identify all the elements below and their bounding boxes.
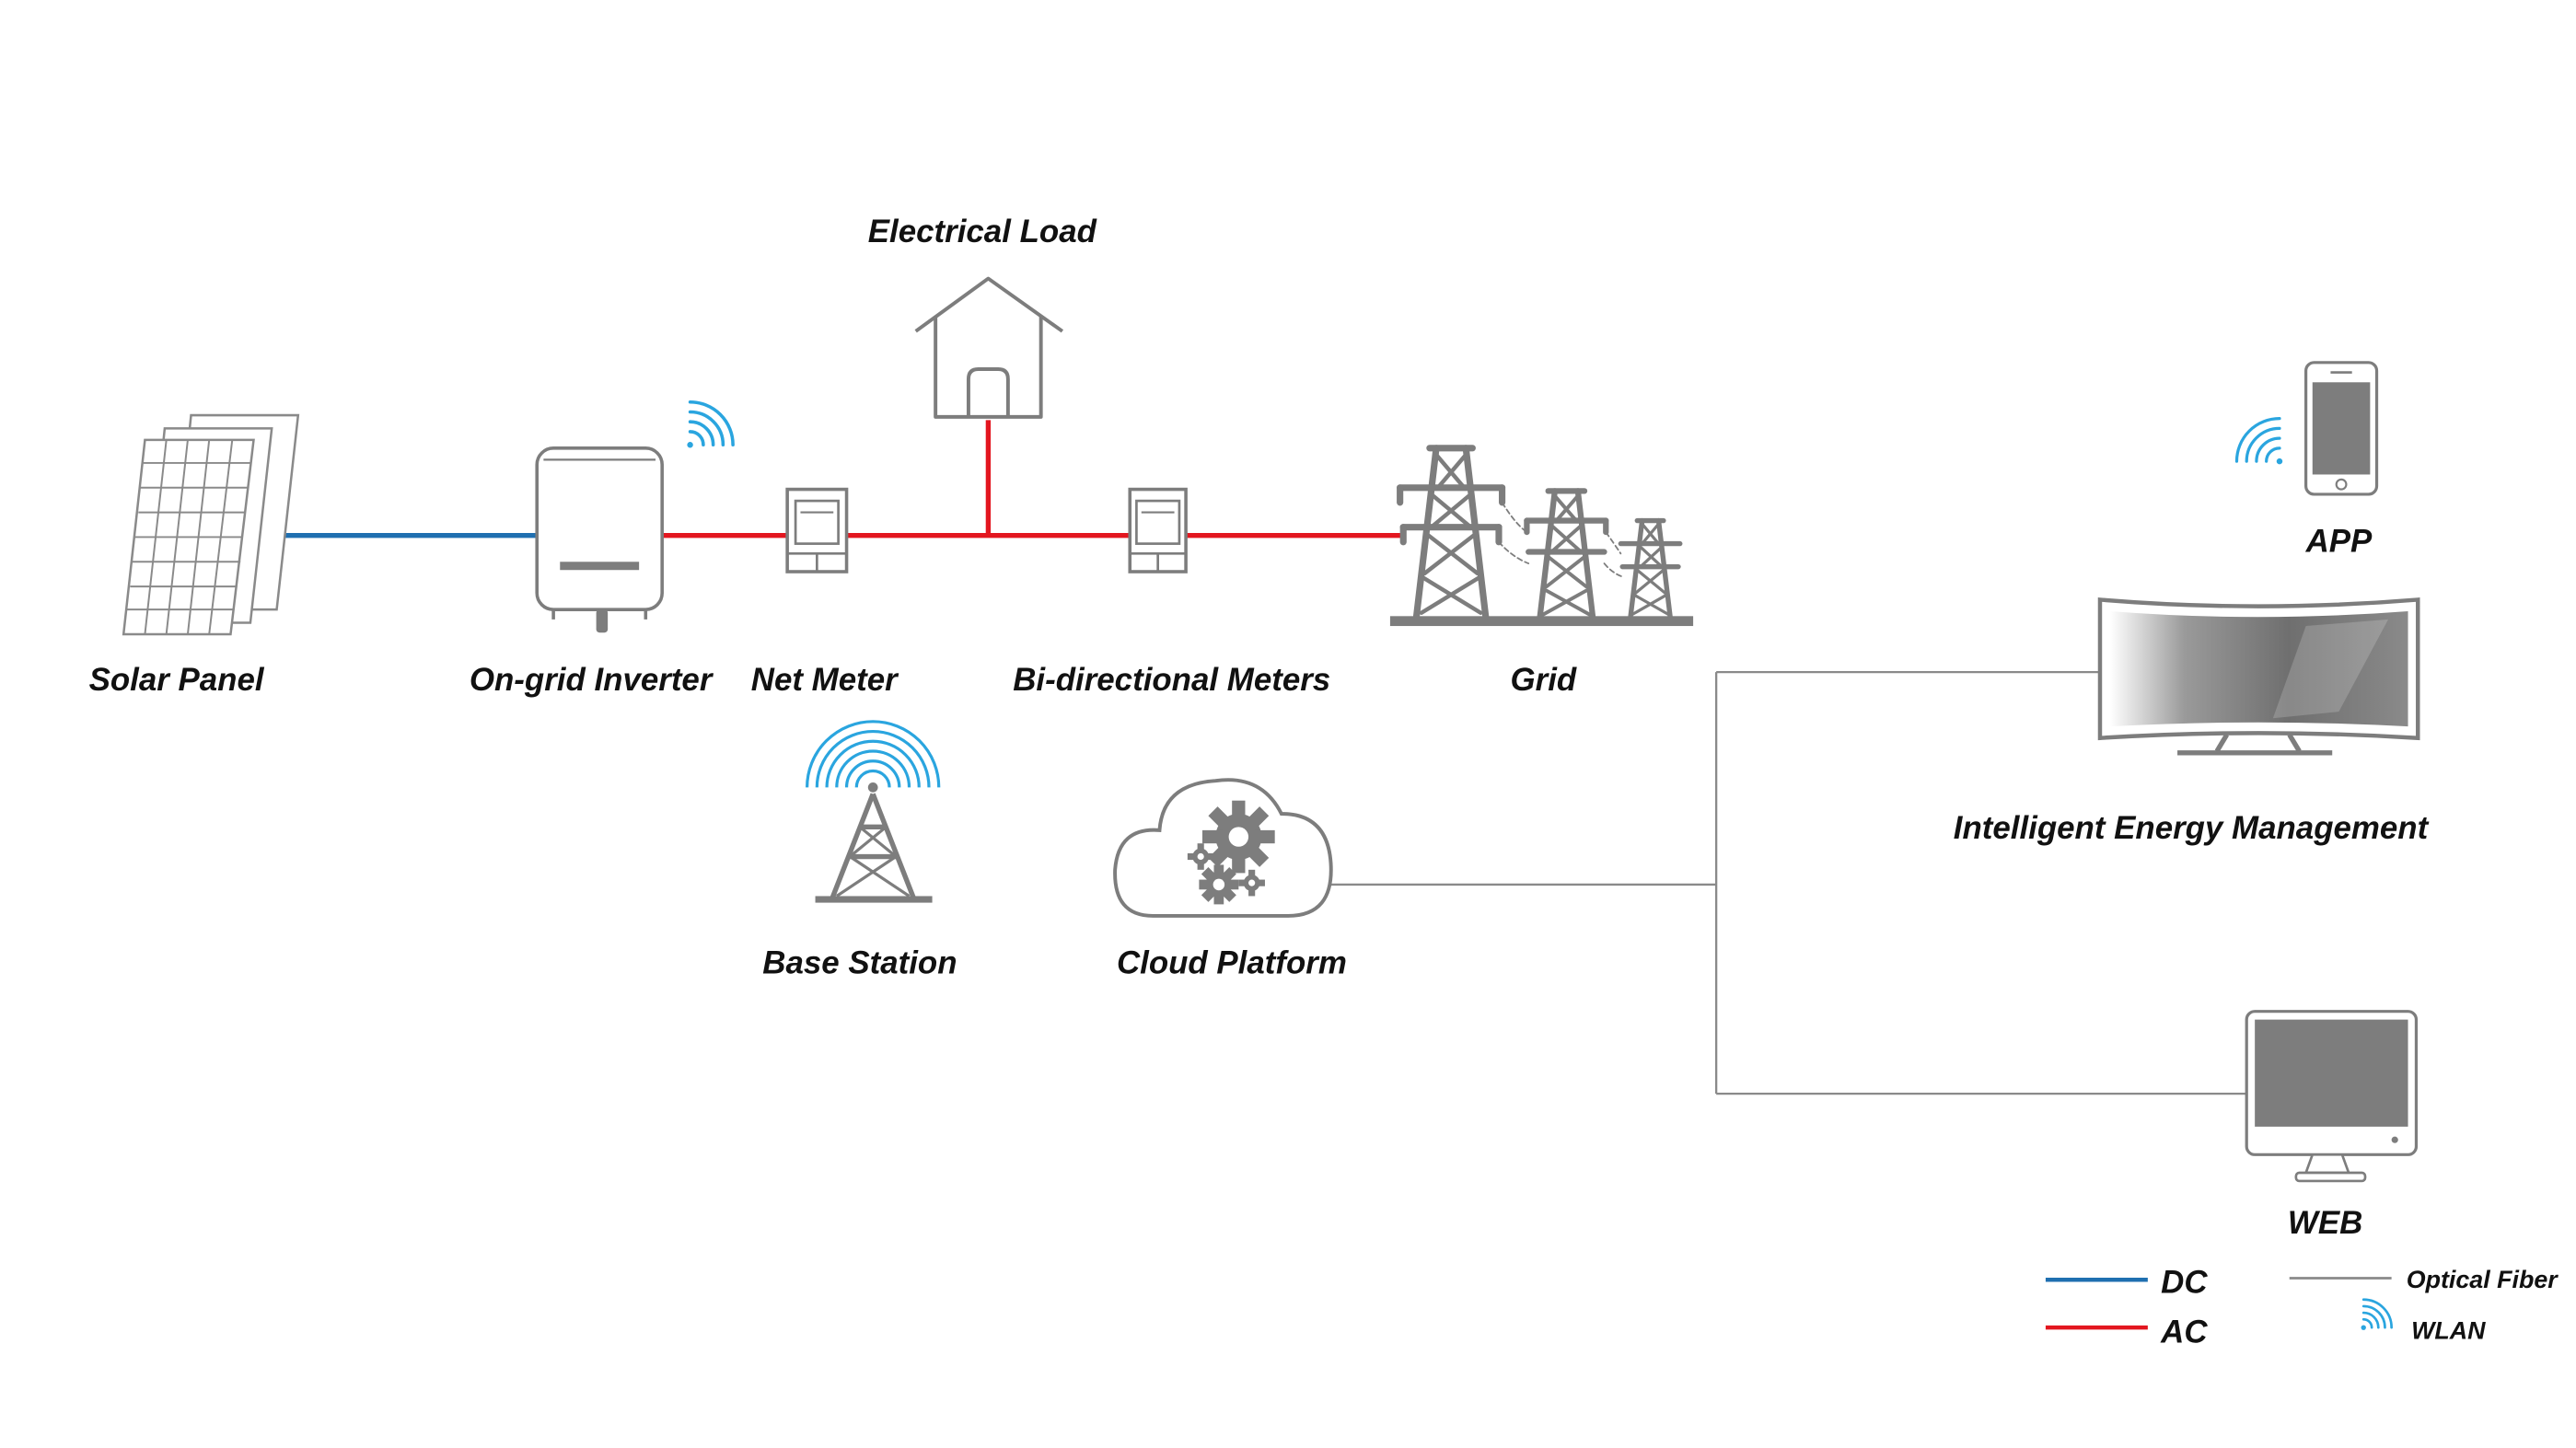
solar-panel-icon [122,413,300,636]
web-label: WEB [2288,1205,2362,1241]
cloud-gear-icon [1113,778,1333,918]
optical-fiber-lines [1330,670,2250,1095]
solar-panel-label: Solar Panel [89,662,265,698]
inverter-label: On-grid Inverter [470,662,714,698]
display-screen-icon [2097,597,2420,756]
grid-label: Grid [1511,662,1577,698]
legend-wlan-icon [2361,1298,2393,1330]
net-meter-label: Net Meter [751,662,899,698]
smartphone-icon [2303,361,2379,496]
ac-lines [662,420,1404,539]
power-tower-icon [1389,445,1694,627]
legend-wlan-label: WLAN [2411,1317,2486,1345]
inverter-icon [535,446,664,633]
app-label: APP [2305,524,2373,560]
energy-management-label: Intelligent Energy Management [1954,810,2430,846]
monitor-icon [2245,1010,2419,1183]
wlan-signal-icon [687,400,735,448]
bidirectional-meter-icon [1128,487,1188,573]
cloud-platform-label: Cloud Platform [1117,945,1347,981]
base-station-label: Base Station [762,945,957,981]
house-icon [914,276,1064,419]
wlan-signal-icon [2234,417,2283,465]
legend-ac-label: AC [2160,1314,2208,1350]
net-meter-icon [785,487,849,573]
electrical-load-label: Electrical Load [868,214,1097,249]
legend-fiber-label: Optical Fiber [2407,1266,2559,1293]
legend: DC AC Optical Fiber WLAN [2045,1265,2559,1350]
legend-dc-label: DC [2161,1265,2208,1301]
bidirectional-meters-label: Bi-directional Meters [1013,662,1330,698]
base-station-icon [806,720,941,903]
